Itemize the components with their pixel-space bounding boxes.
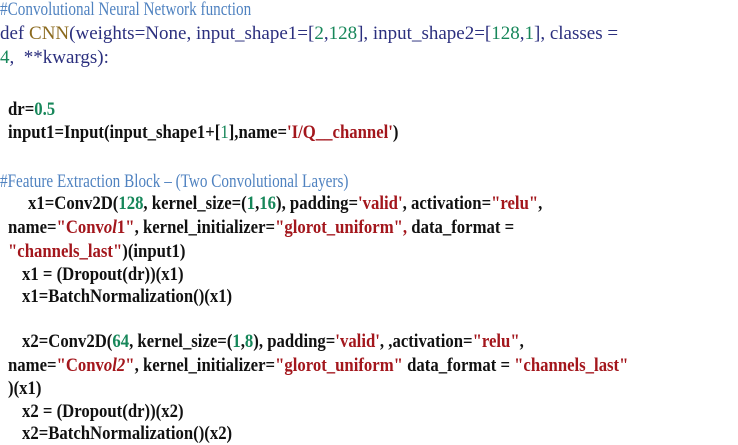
code-token: 1 — [232, 331, 241, 352]
code-token: 'I/Q__channel' — [287, 122, 393, 143]
code-line: x2=Conv2D(64, kernel_size=(1,8), padding… — [22, 331, 524, 353]
code-token: ), padding= — [276, 193, 359, 214]
code-token: x1=Conv2D( — [28, 193, 119, 214]
code-token: 8 — [244, 331, 254, 352]
code-token: ], classes = — [534, 23, 619, 44]
code-token: 4 — [0, 47, 10, 68]
code-token: data_format = — [407, 217, 515, 238]
code-token: 128 — [118, 193, 144, 214]
code-token: , kernel_initializer= — [134, 355, 276, 376]
code-token: , — [323, 23, 329, 44]
code-token: ) — [392, 122, 399, 143]
code-token: 'valid' — [335, 331, 380, 352]
code-token: , — [255, 193, 260, 214]
code-line: 4, **kwargs): — [0, 47, 109, 69]
code-token: x1=BatchNormalization()(x1) — [22, 286, 233, 307]
code-token: ol2 — [103, 355, 126, 376]
code-token: 128 — [328, 23, 358, 44]
code-line: )(x1) — [8, 378, 41, 400]
code-line: def CNN(weights=None, input_shape1=[2,12… — [0, 23, 618, 45]
code-token: , activation= — [402, 193, 492, 214]
code-token: name= — [8, 217, 57, 238]
code-token: )(x1) — [8, 378, 42, 399]
code-token: input1=Input(input_shape1+[ — [8, 122, 221, 143]
code-token: "channels_last" — [8, 241, 123, 262]
code-comment-line: #Feature Extraction Block – (Two Convolu… — [0, 171, 348, 193]
code-token: "glorot_uniform", — [275, 217, 408, 238]
code-token: , — [519, 23, 525, 44]
code-token: name= — [8, 355, 57, 376]
code-token: 0.5 — [34, 99, 56, 120]
code-line: x2 = (Dropout(dr))(x2) — [22, 401, 184, 423]
code-line: dr=0.5 — [8, 99, 55, 121]
code-token: 128 — [491, 23, 520, 44]
code-token: #Feature Extraction Block – (Two Convolu… — [0, 171, 349, 192]
code-comment-line: #Convolutional Neural Network function — [0, 0, 251, 21]
code-token: "Conv — [56, 355, 104, 376]
code-token: , kernel_initializer= — [134, 217, 276, 238]
code-token: , — [240, 331, 245, 352]
code-line: x1 = (Dropout(dr))(x1) — [22, 264, 184, 286]
code-token: " — [125, 355, 135, 376]
code-token: , ,activation= — [379, 331, 473, 352]
code-line: x1=BatchNormalization()(x1) — [22, 286, 232, 308]
code-token: data_format = — [402, 355, 515, 376]
code-token: 64 — [112, 331, 130, 352]
code-token: "glorot_uniform" — [275, 355, 403, 376]
code-token: , — [519, 331, 524, 352]
code-token: , kernel_size=( — [129, 331, 233, 352]
code-token: CNN — [29, 23, 70, 44]
code-token: 'valid' — [358, 193, 403, 214]
code-line: "channels_last")(input1) — [8, 241, 185, 263]
code-token: ol — [103, 217, 117, 238]
code-token: ), padding= — [253, 331, 336, 352]
code-line: name="Convol1", kernel_initializer="glor… — [8, 217, 514, 239]
code-token: , kernel_size=( — [143, 193, 247, 214]
code-token: 1 — [246, 193, 256, 214]
code-token: 1 — [524, 23, 535, 44]
code-token: dr= — [8, 99, 35, 120]
code-token: "Conv — [56, 217, 104, 238]
code-token: "relu" — [491, 193, 539, 214]
code-token: (weights=None, input_shape1=[ — [69, 23, 315, 44]
code-token: ],name= — [228, 122, 288, 143]
code-token: x2 = (Dropout(dr))(x2) — [22, 401, 184, 422]
code-token: )(input1) — [122, 241, 186, 262]
code-token: 2 — [314, 23, 324, 44]
code-token: "relu" — [472, 331, 520, 352]
code-line: name="Convol2", kernel_initializer="glor… — [8, 355, 628, 377]
code-token: x2=BatchNormalization()(x2) — [22, 423, 233, 444]
code-token: 16 — [259, 193, 277, 214]
code-token: , **kwargs): — [9, 47, 109, 68]
code-token: ], input_shape2=[ — [357, 23, 492, 44]
code-token: 1" — [116, 217, 135, 238]
code-token: x2=Conv2D( — [22, 331, 113, 352]
code-token: "channels_last" — [514, 355, 629, 376]
code-line: x2=BatchNormalization()(x2) — [22, 423, 232, 445]
code-token: , — [538, 193, 543, 214]
code-token: def — [0, 23, 30, 44]
code-token: x1 = (Dropout(dr))(x1) — [22, 264, 184, 285]
code-line: input1=Input(input_shape1+[1],name='I/Q_… — [8, 122, 398, 144]
code-token: #Convolutional Neural Network function — [0, 0, 252, 20]
code-line: x1=Conv2D(128, kernel_size=(1,16), paddi… — [28, 193, 542, 215]
code-token: 1 — [220, 122, 229, 143]
